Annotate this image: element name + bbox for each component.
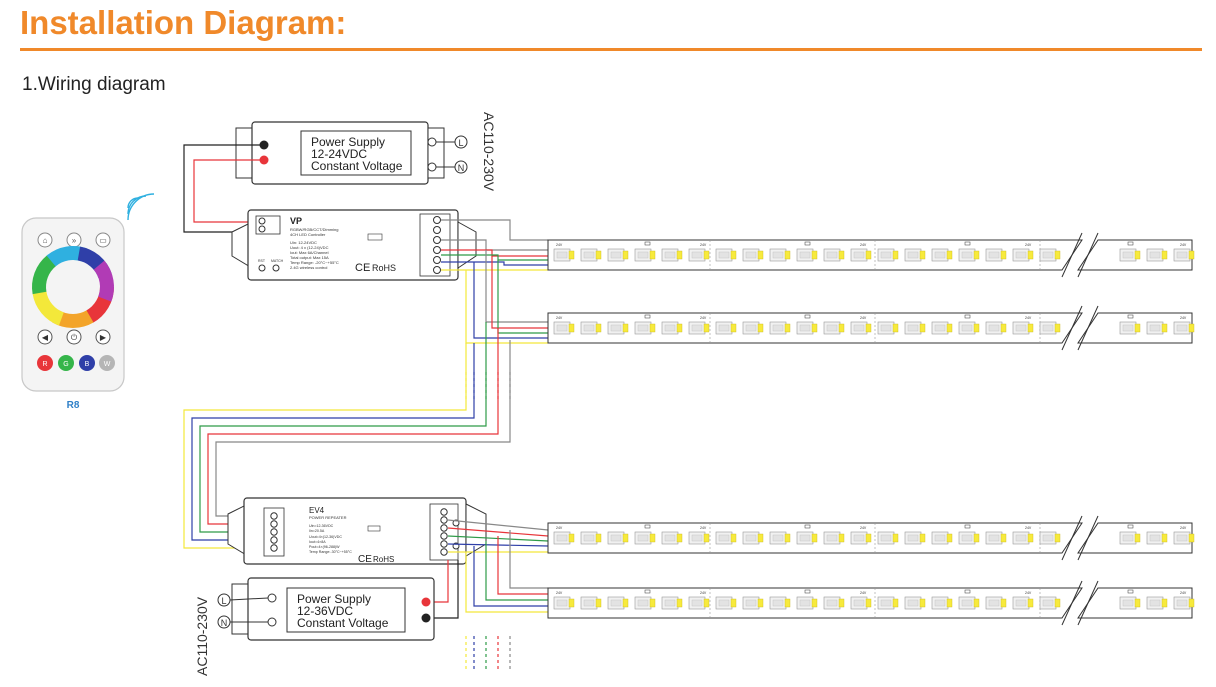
color-wheel-icon [32, 245, 114, 328]
svg-text:CE: CE [358, 554, 372, 565]
ac-label-bottom: AC110-230V [194, 596, 210, 676]
strip-voltage-label: 24V [860, 316, 867, 320]
remote-name: R8 [67, 400, 80, 411]
strip-voltage-label: 24V [700, 526, 707, 530]
svg-text:RGBW/RGB/CCT/Dimming: RGBW/RGB/CCT/Dimming [290, 227, 338, 232]
svg-text:R: R [42, 361, 47, 368]
strip-voltage-label: 24V [1025, 243, 1032, 247]
strip-voltage-label: 24V [556, 243, 563, 247]
remote-r8: ⌂ » ▭ ◀ ⏻ ▶ R G B W R8 [21, 217, 125, 411]
strip-voltage-label: 24V [860, 526, 867, 530]
svg-text:Iin=20.5A: Iin=20.5A [309, 529, 325, 533]
strip-voltage-label: 24V [1025, 316, 1032, 320]
title-underline [20, 48, 1202, 51]
led-strip: 24V 24V 24V 24V 24V [547, 580, 1195, 626]
svg-text:▶: ▶ [100, 333, 107, 342]
svg-text:2.4G wireless control: 2.4G wireless control [290, 265, 327, 270]
svg-text:W: W [104, 361, 111, 368]
svg-text:Iout=4×8A: Iout=4×8A [309, 540, 326, 544]
svg-text:RoHS: RoHS [372, 263, 396, 273]
svg-text:◀: ◀ [42, 333, 49, 342]
svg-text:Uout=4×(12-36)VDC: Uout=4×(12-36)VDC [309, 535, 342, 539]
strip-voltage-label: 24V [700, 243, 707, 247]
power-supply-bottom: Power Supply 12-36VDC Constant Voltage L… [194, 577, 435, 676]
svg-text:Temp Range: -20°C~+55°C: Temp Range: -20°C~+55°C [290, 260, 339, 265]
strip-voltage-label: 24V [1180, 243, 1187, 247]
strip-voltage-label: 24V [1180, 316, 1187, 320]
svg-text:RoHS: RoHS [373, 555, 394, 564]
svg-text:Temp Range:-30°C~+55°C: Temp Range:-30°C~+55°C [309, 550, 352, 554]
svg-text:POWER REPEATER: POWER REPEATER [309, 515, 347, 520]
svg-text:»: » [72, 236, 77, 245]
svg-text:Pout=4×(96-288)W: Pout=4×(96-288)W [309, 545, 340, 549]
svg-text:Total output: Max 15A: Total output: Max 15A [290, 255, 329, 260]
strip-voltage-label: 24V [556, 526, 563, 530]
svg-text:Power Supply: Power Supply [311, 135, 385, 149]
svg-text:MATCH: MATCH [271, 259, 284, 263]
svg-text:Uin=12-36VDC: Uin=12-36VDC [309, 524, 334, 528]
svg-text:CE: CE [355, 262, 370, 274]
svg-text:12-24VDC: 12-24VDC [311, 147, 367, 161]
led-strip: 24V 24V 24V 24V 24V [547, 305, 1195, 351]
strip-voltage-label: 24V [700, 591, 707, 595]
svg-text:RST: RST [258, 259, 266, 263]
led-strip: 24V 24V 24V 24V 24V [547, 515, 1195, 561]
led-strip: 24V 24V 24V 24V 24V [547, 232, 1195, 278]
svg-text:N: N [458, 163, 465, 173]
controller-vp: VP RGBW/RGB/CCT/Dimming 4CH LED Controll… [231, 209, 477, 281]
svg-text:⌂: ⌂ [43, 236, 48, 245]
svg-text:N: N [221, 618, 228, 628]
strip-voltage-label: 24V [556, 591, 563, 595]
svg-text:B: B [85, 361, 90, 368]
ac-label-top: AC110-230V [481, 112, 497, 192]
strip-voltage-label: 24V [1025, 591, 1032, 595]
svg-text:EV4: EV4 [309, 506, 325, 515]
svg-text:G: G [63, 361, 68, 368]
svg-text:VP: VP [290, 216, 302, 226]
page-title: Installation Diagram: [20, 4, 347, 41]
section-subtitle: 1.Wiring diagram [22, 74, 166, 95]
strip-voltage-label: 24V [1025, 526, 1032, 530]
strip-voltage-label: 24V [860, 243, 867, 247]
svg-text:4CH LED Controller: 4CH LED Controller [290, 232, 326, 237]
strip-voltage-label: 24V [1180, 526, 1187, 530]
svg-text:L: L [221, 596, 226, 606]
strip-voltage-label: 24V [556, 316, 563, 320]
power-supply-top: Power Supply 12-24VDC Constant Voltage L… [235, 112, 497, 192]
svg-text:⏻: ⏻ [71, 333, 78, 342]
repeater-ev4: EV4 POWER REPEATER Uin=12-36VDC Iin=20.5… [227, 497, 487, 565]
svg-text:12-36VDC: 12-36VDC [297, 604, 353, 618]
svg-text:Uout: 4 x (12-24)VDC: Uout: 4 x (12-24)VDC [290, 245, 329, 250]
svg-text:Constant Voltage: Constant Voltage [311, 159, 403, 173]
strip-voltage-label: 24V [1180, 591, 1187, 595]
svg-text:▭: ▭ [99, 236, 107, 245]
strip-voltage-label: 24V [700, 316, 707, 320]
svg-text:Power Supply: Power Supply [297, 592, 371, 606]
wireless-signal-icon [127, 193, 155, 221]
svg-text:Iout: Max 6A/Channel: Iout: Max 6A/Channel [290, 250, 329, 255]
strip-voltage-label: 24V [860, 591, 867, 595]
svg-text:L: L [458, 138, 463, 148]
svg-text:Constant Voltage: Constant Voltage [297, 616, 389, 630]
svg-text:Uin: 12-24VDC: Uin: 12-24VDC [290, 240, 317, 245]
